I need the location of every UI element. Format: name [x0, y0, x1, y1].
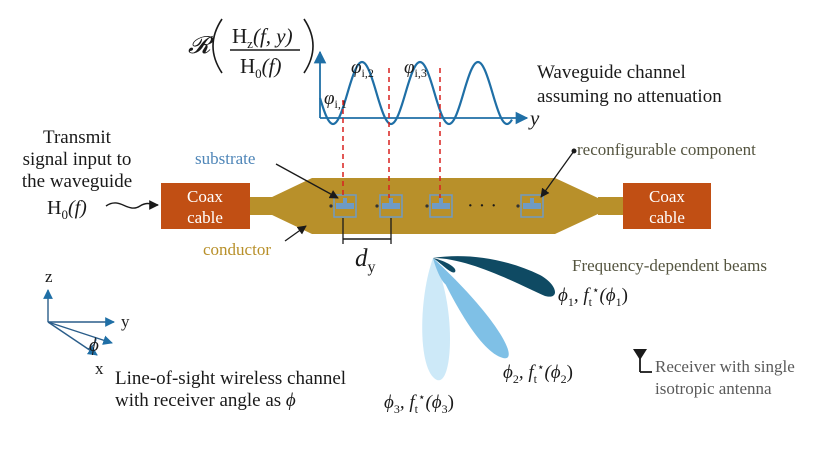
- beam1-label: ϕ1, ft⋆(ϕ1): [558, 283, 628, 309]
- phase-label-i3: φi,3: [404, 57, 427, 80]
- transmit-input-caption: Transmit signal input to the waveguide H…: [22, 127, 159, 222]
- beam-2: [433, 258, 509, 359]
- reconfigurable-element-2: [375, 194, 403, 218]
- input-signal-arrow: [105, 200, 159, 210]
- coax-cable-left: [161, 183, 250, 229]
- beam-sidelobe-2: [433, 258, 450, 286]
- beam3-label: ϕ3, ft⋆(ϕ3): [384, 390, 454, 416]
- standing-wave-curve: [318, 60, 513, 126]
- x-axis: [47, 321, 98, 356]
- receiver-caption-line1: Receiver with single: [655, 357, 795, 376]
- axis-phi-label: ϕ: [89, 335, 99, 356]
- field-ratio-expression: 𝓡 Hz(f, y) H0(f): [188, 18, 314, 81]
- phi-angle-arc: [87, 337, 97, 350]
- fraction-denominator: H0(f): [240, 54, 282, 81]
- beam2-label: ϕ2, ft⋆(ϕ2): [503, 360, 573, 386]
- reconfigurable-pointer: [540, 150, 575, 198]
- waveguide: Coax cable Coax cable · ·: [161, 68, 711, 276]
- left-paren: [212, 18, 223, 74]
- coax-cable-right: [623, 183, 711, 229]
- phase-label-i1: φi,1: [324, 88, 347, 111]
- wave-plot: y 𝓡 Hz(f, y) H0(f) φi,1 φi,2 φi,3 Wavegu…: [188, 18, 722, 130]
- los-caption-line1: Line-of-sight wireless channel: [115, 368, 346, 389]
- coax-right-label-line1: Coax: [649, 187, 685, 206]
- reconfigurable-component-label: reconfigurable component: [577, 140, 756, 159]
- axis-y-label: y: [121, 312, 130, 331]
- reconfigurable-element-1: [329, 194, 357, 218]
- frequency-dependent-beams: [422, 256, 556, 381]
- beam-3: [422, 258, 451, 381]
- fraction-numerator: Hz(f, y): [232, 24, 293, 51]
- wave-plot-axis-label: y: [528, 106, 540, 130]
- frequency-beams-label: Frequency-dependent beams: [572, 256, 767, 275]
- reconfigurable-element-4: [516, 194, 544, 218]
- conductor-pointer: [284, 225, 307, 242]
- dy-label: dy: [355, 245, 376, 276]
- coax-left-label-line2: cable: [187, 208, 223, 227]
- waveguide-channel-caption-line2: assuming no attenuation: [537, 86, 722, 107]
- conductor-label: conductor: [203, 240, 271, 259]
- element-ellipsis: · · ·: [467, 195, 497, 217]
- axis-z-label: z: [45, 267, 53, 286]
- beam-1: [433, 256, 556, 297]
- waveguide-channel-caption-line1: Waveguide channel: [537, 62, 686, 83]
- real-part-symbol: 𝓡: [188, 33, 215, 59]
- los-caption-line2: with receiver angle as ϕ: [115, 390, 296, 411]
- coax-right-label-line2: cable: [649, 208, 685, 227]
- axis-x-label: x: [95, 359, 104, 378]
- reconfigurable-element-3: [425, 194, 453, 218]
- transmit-line3: the waveguide: [22, 171, 132, 192]
- substrate-pointer: [275, 163, 339, 199]
- phase-label-i2: φi,2: [351, 57, 374, 80]
- h0-input-label: H0(f): [47, 197, 87, 222]
- receiver-antenna-icon: [633, 349, 652, 373]
- beam-sidelobe-1: [433, 258, 456, 273]
- receiver-direction: [47, 321, 113, 345]
- right-feed-stub: [598, 197, 623, 215]
- transmit-line1: Transmit: [43, 127, 112, 148]
- transmit-line2: signal input to: [23, 149, 132, 170]
- right-paren: [303, 18, 314, 74]
- substrate-label: substrate: [195, 149, 255, 168]
- coax-left-label-line1: Coax: [187, 187, 223, 206]
- receiver-caption-line2: isotropic antenna: [655, 379, 772, 398]
- left-feed-stub: [250, 197, 272, 215]
- coordinate-axes: [43, 289, 115, 356]
